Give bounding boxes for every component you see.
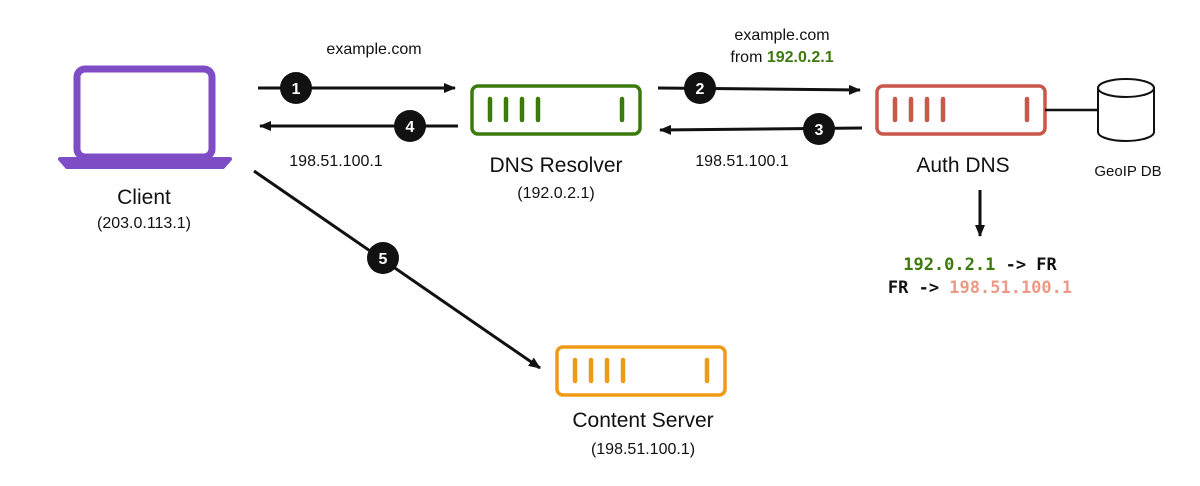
step-number-5: 5 <box>379 251 388 268</box>
answer-label-step-3: 198.51.100.1 <box>695 153 789 170</box>
auth-dns-label: Auth DNS <box>916 154 1009 177</box>
content-server-label: Content Server <box>572 409 713 432</box>
resolver-label: DNS Resolver <box>489 154 622 177</box>
query-source-label-step-2: from 192.0.2.1 <box>730 49 833 66</box>
geoip-label: GeoIP DB <box>1094 163 1161 180</box>
step-badge-2: 2 <box>684 72 716 104</box>
mapping-line-ip-to-country: 192.0.2.1 -> FR <box>903 255 1057 275</box>
query-source-ip: 192.0.2.1 <box>767 49 834 66</box>
step-number-2: 2 <box>696 81 705 98</box>
auth-dns-server-icon <box>875 84 1047 136</box>
mapping-resolver-ip: 192.0.2.1 <box>903 255 995 275</box>
client-label: Client <box>117 186 171 209</box>
step-badge-1: 1 <box>280 72 312 104</box>
step-number-4: 4 <box>406 119 415 136</box>
query-source-prefix: from <box>730 49 766 66</box>
resolver-server-icon <box>470 84 642 136</box>
mapping-line-country-to-ip: FR -> 198.51.100.1 <box>888 278 1072 298</box>
content-server-ip: (198.51.100.1) <box>591 441 695 458</box>
arrow-step-5 <box>253 169 541 370</box>
step-number-3: 3 <box>815 122 824 139</box>
query-label-step-1: example.com <box>326 41 421 58</box>
answer-label-step-4: 198.51.100.1 <box>289 153 383 170</box>
geoip-database-icon <box>1097 78 1155 142</box>
mapping-content-ip: 198.51.100.1 <box>949 278 1072 298</box>
client-laptop-icon <box>58 65 232 169</box>
step-number-1: 1 <box>292 81 301 98</box>
query-label-step-2: example.com <box>734 27 829 44</box>
mapping-country-result: -> FR <box>995 255 1057 275</box>
step-badge-4: 4 <box>394 110 426 142</box>
mapping-country-source: FR -> <box>888 278 949 298</box>
resolver-ip: (192.0.2.1) <box>517 185 594 202</box>
step-badge-5: 5 <box>367 242 399 274</box>
client-ip: (203.0.113.1) <box>97 215 191 232</box>
content-server-icon <box>555 345 727 397</box>
step-badge-3: 3 <box>803 113 835 145</box>
